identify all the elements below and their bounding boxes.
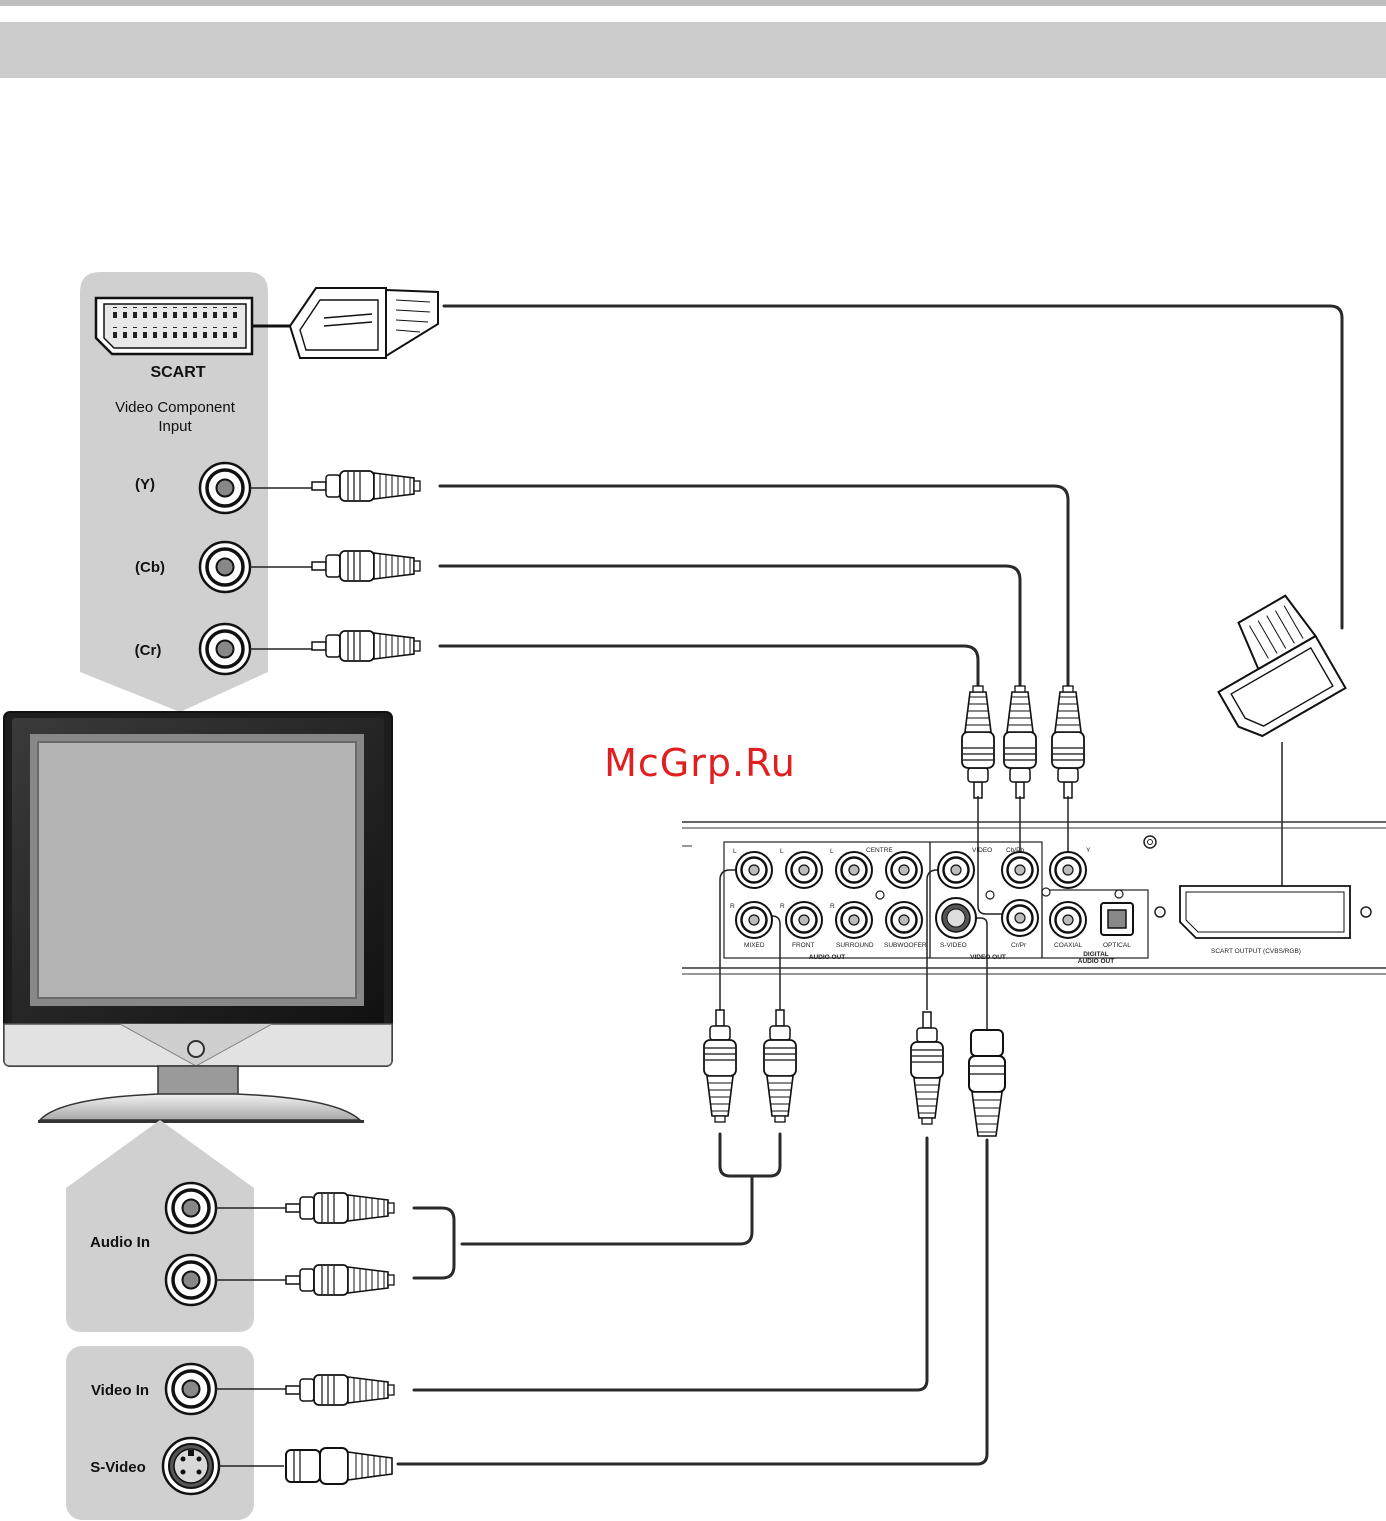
coaxial-jack [1050,902,1086,938]
audio-surround-right-jack [836,902,872,938]
player-cr-jack [1002,900,1038,936]
section-header-bar [0,22,1386,78]
tv-video-jack [166,1364,216,1414]
component-cr-cable [440,646,978,690]
audio-in-split-cable [414,1208,454,1278]
audio-surround-left-jack [836,852,872,888]
component-input-title-line2: Input [158,418,192,435]
scart-label: SCART [150,364,205,381]
subwoofer-label: SUBWOOFER [884,942,927,949]
digital-audio-out-label: AUDIO OUT [1078,958,1115,965]
tv-audio-right-jack [166,1255,216,1305]
component-input-title-line1: Video Component [115,399,236,416]
cables [398,306,1342,1464]
tv-audio-left-jack [166,1183,216,1233]
player-svideo-jack [936,898,976,938]
audio-out-cable [462,1134,780,1244]
player-cr-pr-label: Cr/Pr [1011,942,1027,949]
svideo-cable [398,1140,987,1464]
audio-in-label: Audio In [90,1234,150,1251]
player-video-label: VIDEO [972,847,992,854]
audio-out-right-plug [764,1010,796,1122]
y-player-plug [1052,686,1084,798]
audio-right-letter-1: R [730,903,735,910]
video-plug [286,1375,394,1405]
centre-label: CENTRE [866,847,893,854]
player-svideo-label: S-VIDEO [940,942,967,949]
scart-plug-tv [290,288,438,358]
cr-player-plug [962,686,994,798]
surround-label: SURROUND [836,942,874,949]
audio-out-left-plug [704,1010,736,1122]
component-cb-cable [440,566,1020,690]
audio-centre-jack [886,852,922,888]
component-y-cable [440,486,1068,690]
audio-mixed-right-jack [736,902,772,938]
audio-left-letter-2: L [780,848,784,855]
player-rear-panel: L L L CENTRE R R R VIDEO Cb/Pb Y MIXED F… [682,822,1386,974]
television [4,712,392,1123]
scart-cable [444,306,1342,628]
tv-svideo-jack [163,1438,219,1494]
svideo-in-label: S-Video [90,1459,146,1476]
player-cb-pb-label: Cb/Pb [1006,847,1024,854]
top-rule [0,0,1386,6]
audio-front-left-jack [786,852,822,888]
scart-socket [96,298,252,354]
cb-player-plug [1004,686,1036,798]
cb-input-label: (Cb) [135,559,165,576]
audio-front-right-jack [786,902,822,938]
mixed-label: MIXED [744,942,765,949]
scart-output-label: SCART OUTPUT (CVBS/RGB) [1211,948,1301,955]
audio-right-letter-3: R [830,903,835,910]
scart-plug-player [1194,593,1346,744]
video-out-plug [911,1012,943,1124]
player-y-jack [1050,852,1086,888]
y-input-label: (Y) [135,476,155,493]
player-cb-jack [1002,852,1038,888]
cr-plug [312,631,420,661]
composite-video-cable [414,1138,927,1390]
watermark: McGrp.Ru [604,741,796,785]
video-out-label: VIDEO OUT [970,954,1006,961]
tv-input-panel: SCART Video Component Input (Y) (Cb) (Cr… [80,272,268,712]
coaxial-label: COAXIAL [1054,942,1083,949]
front-label: FRONT [792,942,814,949]
tv-cr-jack [200,624,250,674]
audio-input-panel: Audio In [66,1120,254,1332]
audio-left-plug [286,1193,394,1223]
audio-right-plug [286,1265,394,1295]
audio-right-letter-2: R [780,903,785,910]
optical-jack [1101,903,1133,935]
audio-left-letter-3: L [830,848,834,855]
digital-label: DIGITAL [1083,951,1109,958]
scart-output-socket [1155,886,1371,938]
tv-y-jack [200,463,250,513]
audio-left-letter-1: L [733,848,737,855]
player-y-label: Y [1086,847,1091,854]
tv-cb-jack [200,542,250,592]
optical-label: OPTICAL [1103,942,1131,949]
player-video-jack [938,852,974,888]
cb-plug [312,551,420,581]
video-in-label: Video In [91,1382,149,1399]
y-plug [312,471,420,501]
audio-out-label: AUDIO OUT [809,954,846,961]
svideo-plug [286,1448,392,1484]
svideo-out-plug [969,1030,1005,1136]
cr-input-label: (Cr) [135,642,162,659]
audio-subwoofer-jack [886,902,922,938]
video-input-panel: Video In S-Video [66,1346,254,1520]
audio-mixed-left-jack [736,852,772,888]
